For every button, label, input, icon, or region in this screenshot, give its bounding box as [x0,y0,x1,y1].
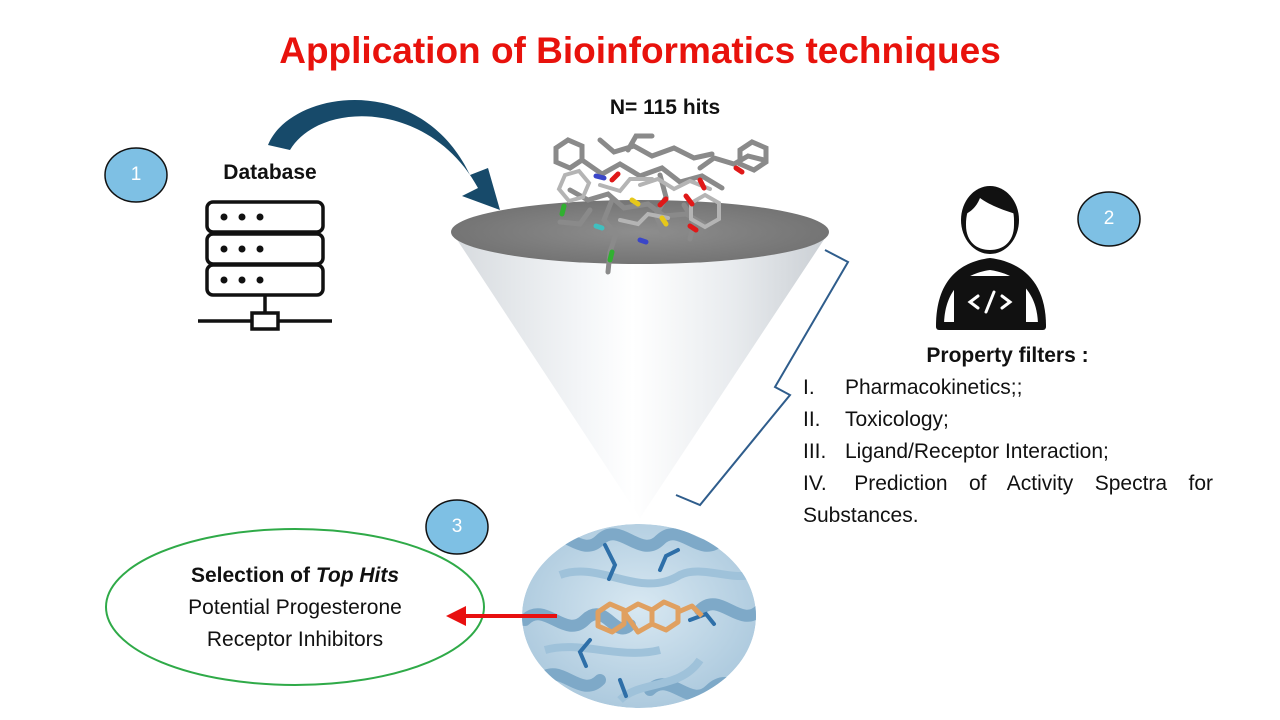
filter-item-text: Pharmacokinetics;; [845,376,1023,399]
database-label: Database [223,161,317,184]
slide-title: Application of Bioinformatics techniques [279,30,1001,71]
step-2-circle [1077,191,1141,247]
step-3-circle [425,499,489,555]
funnel-cone-icon [451,200,829,518]
selection-text: Selection of Top Hits Potential Progeste… [105,560,485,656]
selection-heading-emphasis: Top Hits [315,564,400,587]
selection-heading: Selection of Top Hits [105,560,485,592]
programmer-laptop-icon [936,186,1046,330]
filter-item-number: IV. [803,472,827,495]
database-server-icon [198,200,332,331]
left-arrow-icon [446,606,557,626]
selection-ellipse [105,528,485,686]
filter-item: III. Ligand/Receptor Interaction; [803,436,1213,468]
filter-item: I. Pharmacokinetics;; [803,372,1213,404]
property-filters-title: Property filters : [926,344,1089,367]
database-dots [220,213,264,284]
filter-item-text: Toxicology; [845,408,949,431]
hits-count-label: N= 115 hits [609,96,721,119]
filter-item-number: II. [803,408,821,431]
selection-line-3: Receptor Inhibitors [206,628,384,651]
step-circles [104,147,1141,555]
filter-item: II. Toxicology; [803,404,1213,436]
filters-bracket [675,249,850,507]
selection-heading-prefix: Selection of [190,564,316,587]
step-3-number: 3 [451,516,463,537]
step-1-circle [104,147,168,203]
filter-item-number: I. [803,376,815,399]
filter-item-number: III. [803,440,827,463]
step-1-number: 1 [130,164,142,185]
property-filters-list: I. Pharmacokinetics;; II. Toxicology; II… [803,372,1213,532]
selection-line-2: Potential Progesterone [188,596,402,619]
filter-item-text: Ligand/Receptor Interaction; [845,440,1109,463]
protein-structure-icon [522,524,756,708]
curved-arrow-icon [268,99,500,210]
filter-item-text: Prediction of Activity Spectra for Subst… [803,472,1213,527]
molecule-cluster-icon [553,133,769,275]
filter-item: IV. Prediction of Activity Spectra for S… [803,468,1213,532]
step-2-number: 2 [1103,208,1115,229]
